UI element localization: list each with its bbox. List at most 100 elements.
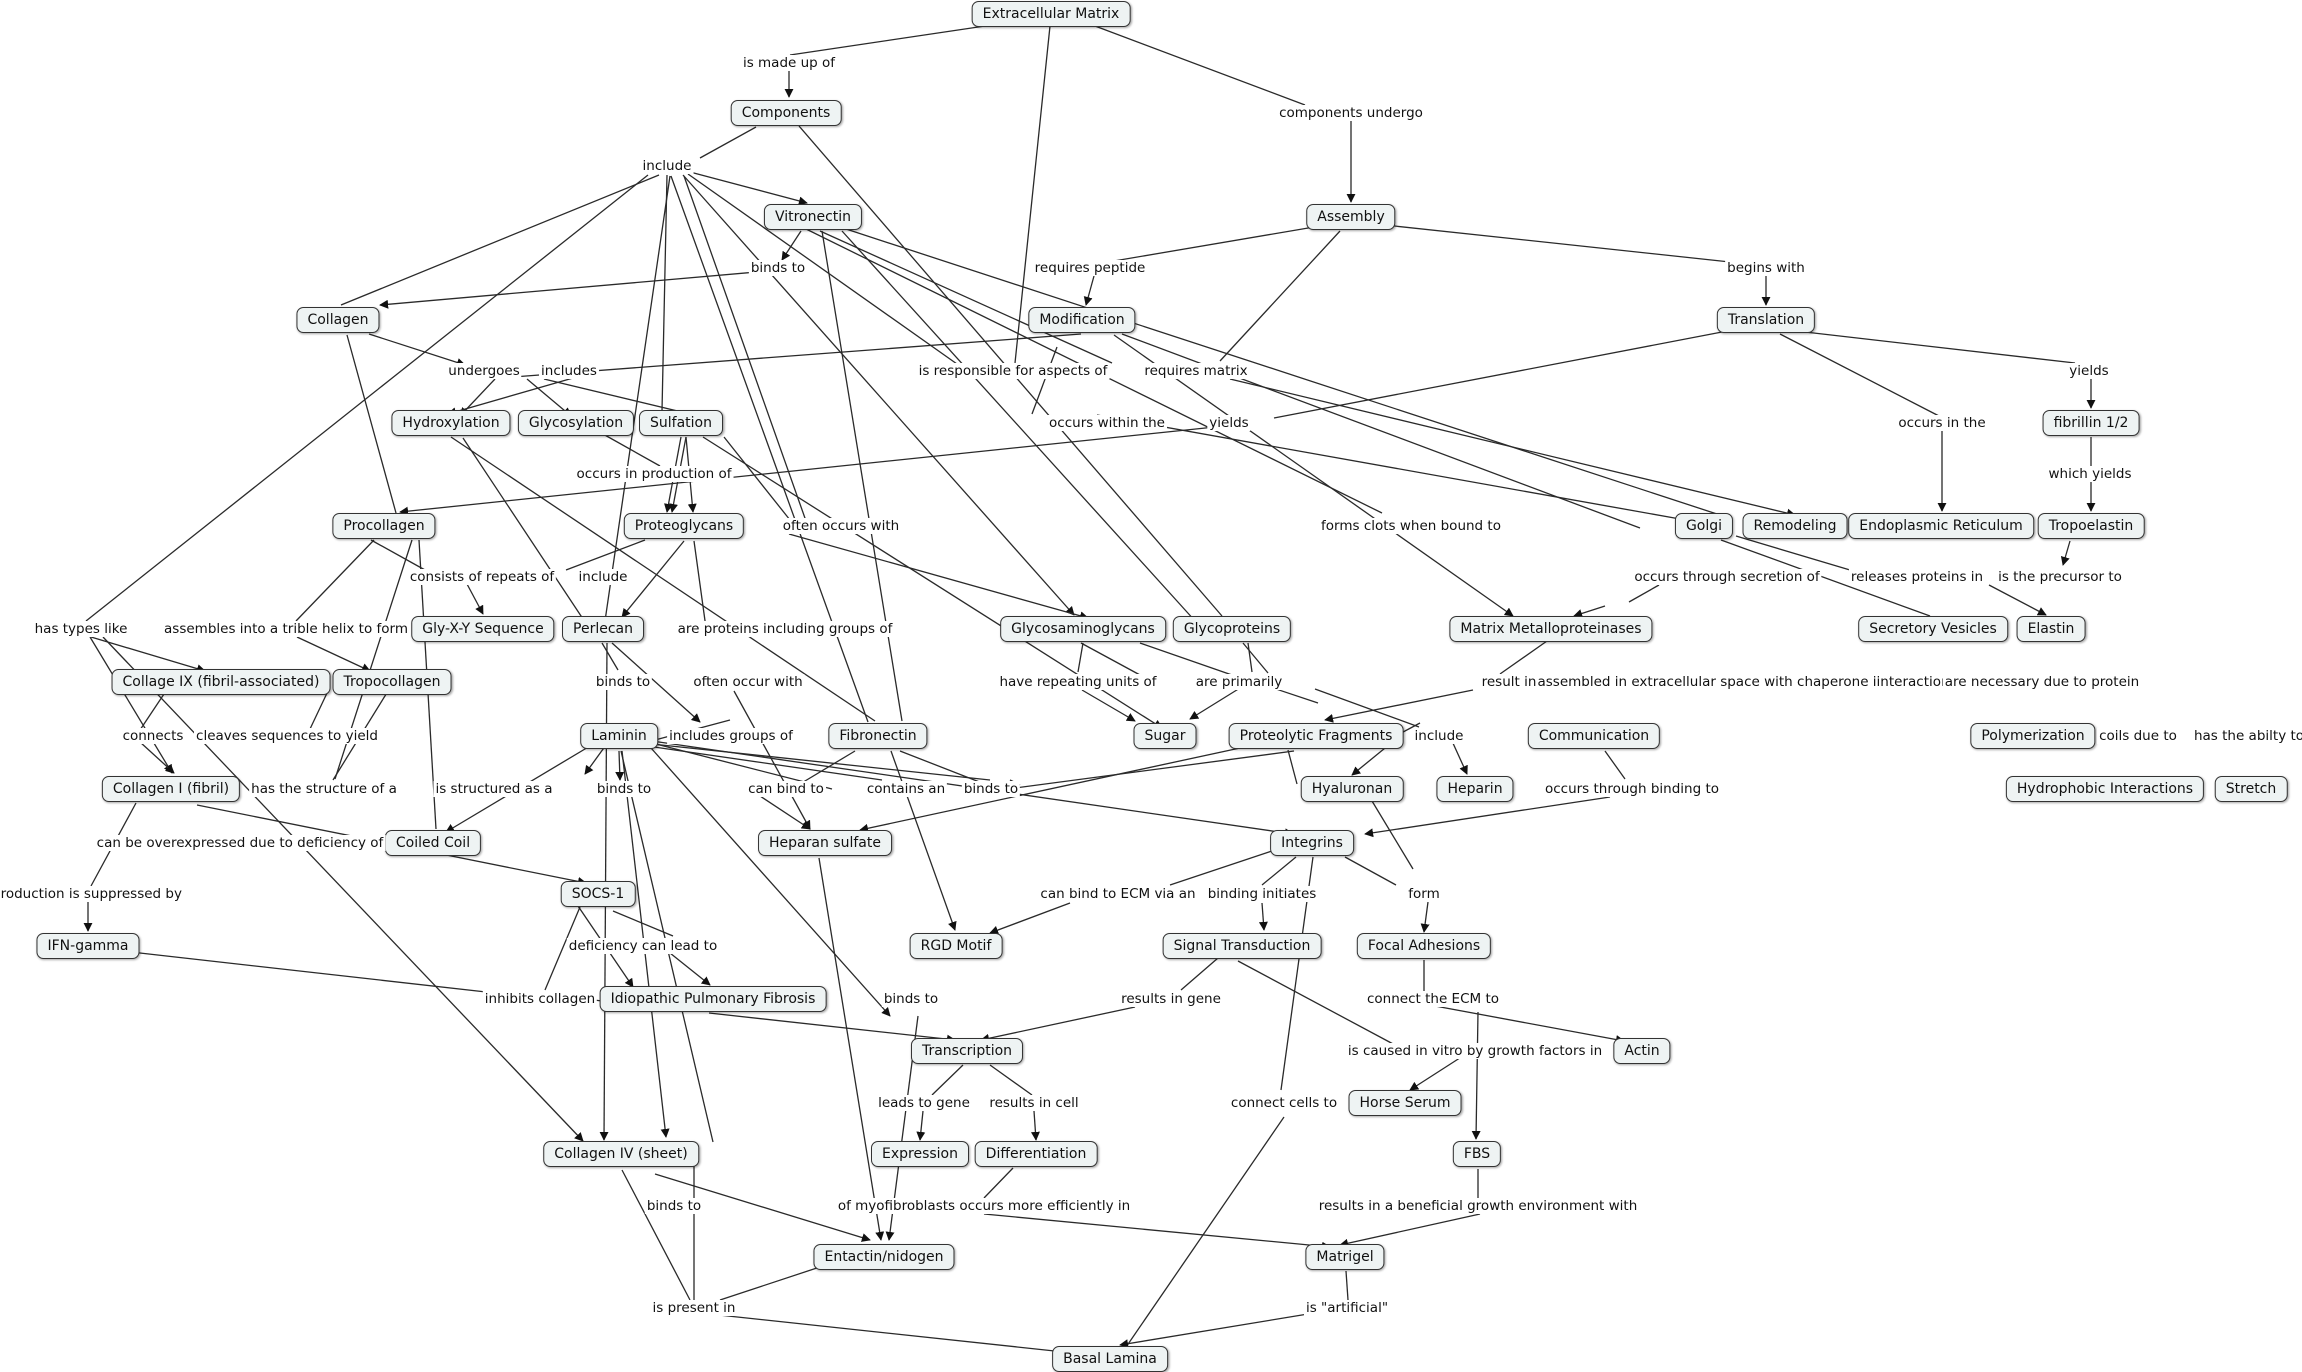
concept-laminin[interactable]: Laminin xyxy=(580,723,658,749)
connector-arrow xyxy=(139,741,175,774)
concept-vitronectin[interactable]: Vitronectin xyxy=(763,204,863,230)
concept-coiled-coil[interactable]: Coiled Coil xyxy=(384,830,482,856)
link-label: binding initiates xyxy=(1205,886,1319,902)
connector-line xyxy=(819,230,1113,364)
link-label: has the structure of a xyxy=(249,781,399,797)
concept-integrins[interactable]: Integrins xyxy=(1270,830,1354,856)
concept-ifn-gamma[interactable]: IFN-gamma xyxy=(36,933,140,959)
concept-collagen-ix[interactable]: Collage IX (fibril-associated) xyxy=(111,669,331,695)
concept-glycoproteins[interactable]: Glycoproteins xyxy=(1172,616,1292,642)
connector-line xyxy=(346,334,397,514)
connector-line xyxy=(683,175,807,522)
connector-arrow xyxy=(733,690,811,830)
concept-fbs[interactable]: FBS xyxy=(1452,1141,1502,1167)
connector-arrow xyxy=(689,171,808,206)
concept-heparan-sulfate[interactable]: Heparan sulfate xyxy=(758,830,892,856)
concept-modification[interactable]: Modification xyxy=(1028,307,1136,333)
concept-signal-transduction[interactable]: Signal Transduction xyxy=(1162,933,1322,959)
link-label: occurs through binding to xyxy=(1542,781,1722,797)
concept-idiopathic-pulmonary-fibrosis[interactable]: Idiopathic Pulmonary Fibrosis xyxy=(599,986,827,1012)
concept-proteolytic-fragments[interactable]: Proteolytic Fragments xyxy=(1228,723,1404,749)
connector-line xyxy=(601,642,619,671)
link-label: which yields xyxy=(2046,466,2134,482)
concept-components[interactable]: Components xyxy=(730,100,842,126)
concept-hyaluronan[interactable]: Hyaluronan xyxy=(1300,776,1404,802)
concept-matrigel[interactable]: Matrigel xyxy=(1305,1244,1385,1270)
concept-extracellular-matrix[interactable]: Extracellular Matrix xyxy=(971,1,1131,27)
link-label: often occur with xyxy=(691,674,805,690)
connector-arrow xyxy=(654,1173,871,1242)
connector-arrow xyxy=(1229,378,1796,518)
connector-line xyxy=(1314,688,1420,728)
concept-transcription[interactable]: Transcription xyxy=(910,1038,1024,1064)
link-label: results in cell xyxy=(987,1095,1081,1111)
concept-hydrophobic-interactions[interactable]: Hydrophobic Interactions xyxy=(2005,776,2205,802)
concept-tropoelastin[interactable]: Tropoelastin xyxy=(2037,513,2145,539)
concept-communication[interactable]: Communication xyxy=(1527,723,1661,749)
concept-basal-lamina[interactable]: Basal Lamina xyxy=(1052,1346,1168,1372)
connector-line xyxy=(1107,225,1321,263)
concept-glycosylation[interactable]: Glycosylation xyxy=(517,410,635,436)
concept-entactin-nidogen[interactable]: Entactin/nidogen xyxy=(813,1244,955,1270)
concept-elastin[interactable]: Elastin xyxy=(2016,616,2086,642)
connector-arrow xyxy=(1364,796,1611,838)
connector-line xyxy=(295,539,375,622)
concept-fibrillin[interactable]: fibrillin 1/2 xyxy=(2042,410,2140,436)
concept-focal-adhesions[interactable]: Focal Adhesions xyxy=(1356,933,1492,959)
link-label: are necessary due to protein xyxy=(1942,674,2142,690)
concept-tropocollagen[interactable]: Tropocollagen xyxy=(332,669,452,695)
link-label: binds to xyxy=(644,1198,704,1214)
concept-golgi[interactable]: Golgi xyxy=(1674,513,1734,539)
concept-rgd-motif[interactable]: RGD Motif xyxy=(909,933,1003,959)
connector-arrow xyxy=(399,426,1216,516)
connector-arrow xyxy=(989,902,1071,935)
link-label: yields xyxy=(1207,415,1251,431)
concept-fibronectin[interactable]: Fibronectin xyxy=(828,723,928,749)
link-label: is responsible for aspects of xyxy=(916,363,1110,379)
link-label: requires matrix xyxy=(1142,363,1250,379)
concept-socs-1[interactable]: SOCS-1 xyxy=(560,881,636,907)
concept-hydroxylation[interactable]: Hydroxylation xyxy=(391,410,511,436)
concept-collagen-iv[interactable]: Collagen IV (sheet) xyxy=(543,1141,699,1167)
link-label: undergoes xyxy=(446,363,522,379)
connector-line xyxy=(1371,800,1414,870)
link-label: has the abilty to xyxy=(2191,728,2302,744)
connector-arrow xyxy=(459,378,496,417)
concept-endoplasmic-reticulum[interactable]: Endoplasmic Reticulum xyxy=(1848,513,2034,539)
link-label: results in a beneficial growth environme… xyxy=(1316,1198,1640,1214)
concept-expression[interactable]: Expression xyxy=(871,1141,969,1167)
connector-line xyxy=(1242,642,1269,674)
concept-perlecan[interactable]: Perlecan xyxy=(562,616,644,642)
concept-stretch[interactable]: Stretch xyxy=(2214,776,2288,802)
connector-line xyxy=(1628,584,1660,603)
connector-arrow xyxy=(615,750,625,781)
concept-horse-serum[interactable]: Horse Serum xyxy=(1348,1090,1462,1116)
concept-remodeling[interactable]: Remodeling xyxy=(1742,513,1848,539)
concept-sugar[interactable]: Sugar xyxy=(1133,723,1197,749)
concept-heparin[interactable]: Heparin xyxy=(1436,776,1514,802)
concept-actin[interactable]: Actin xyxy=(1613,1038,1671,1064)
connector-line xyxy=(799,750,856,785)
concept-collagen-i[interactable]: Collagen I (fibril) xyxy=(101,776,241,802)
concept-matrix-metalloproteinases[interactable]: Matrix Metalloproteinases xyxy=(1449,616,1653,642)
connector-arrow xyxy=(708,1012,956,1044)
link-label: are primarily xyxy=(1193,674,1285,690)
connector-line xyxy=(85,174,649,622)
concept-procollagen[interactable]: Procollagen xyxy=(332,513,436,539)
concept-glycosaminoglycans[interactable]: Glycosaminoglycans xyxy=(1000,616,1166,642)
concept-polymerization[interactable]: Polymerization xyxy=(1970,723,2096,749)
concept-assembly[interactable]: Assembly xyxy=(1306,204,1396,230)
concept-sulfation[interactable]: Sulfation xyxy=(639,410,723,436)
concept-gly-x-y-sequence[interactable]: Gly-X-Y Sequence xyxy=(411,616,555,642)
concept-proteoglycans[interactable]: Proteoglycans xyxy=(623,513,745,539)
connector-line xyxy=(653,746,883,781)
connector-line xyxy=(450,436,876,722)
concept-collagen[interactable]: Collagen xyxy=(296,307,380,333)
connector-line xyxy=(842,227,1721,516)
connector-arrow xyxy=(781,230,802,261)
concept-secretory-vesicles[interactable]: Secretory Vesicles xyxy=(1858,616,2008,642)
connector-arrow xyxy=(1339,1213,1481,1248)
concept-translation[interactable]: Translation xyxy=(1716,307,1816,333)
concept-differentiation[interactable]: Differentiation xyxy=(974,1141,1098,1167)
